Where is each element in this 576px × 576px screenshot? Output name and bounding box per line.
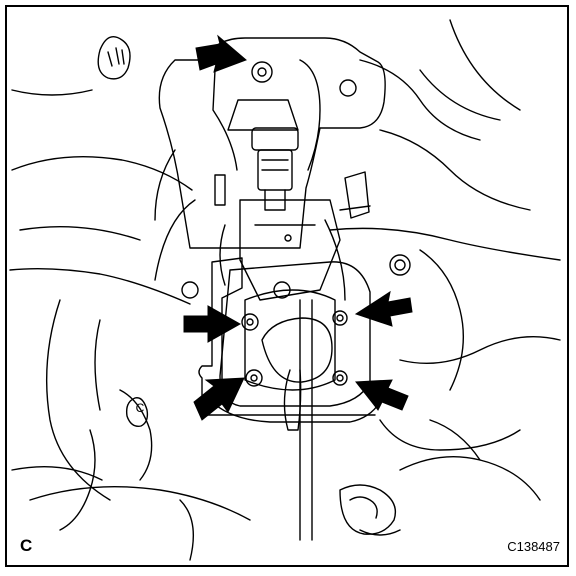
figure-code: C138487 <box>507 539 560 554</box>
pedal-assembly <box>198 199 381 541</box>
inline-letter-label: C <box>136 401 145 415</box>
pointer-arrows <box>183 34 413 421</box>
pointer-arrow-icon <box>183 305 242 343</box>
illustration-frame <box>5 5 569 567</box>
pointer-arrow-icon <box>355 379 409 411</box>
pointer-arrow-icon <box>195 34 247 73</box>
background-linework <box>9 19 561 561</box>
corner-label: C <box>20 536 33 555</box>
connector <box>251 127 299 211</box>
pointer-arrow-icon <box>193 377 245 421</box>
mounting-bracket <box>158 37 386 249</box>
pointer-arrow-icon <box>354 290 413 327</box>
